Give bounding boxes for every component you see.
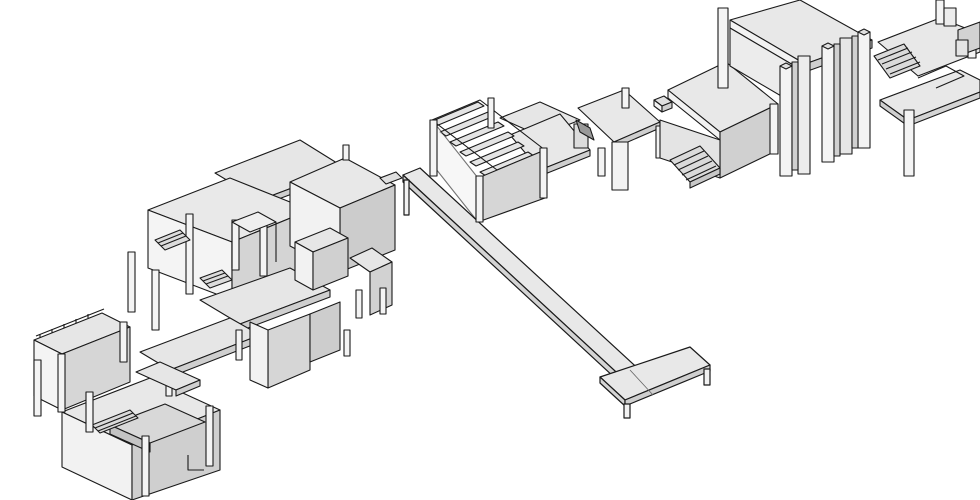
right-edge-structure (873, 0, 980, 177)
middle-pergola-structure (429, 97, 595, 223)
stair-left (154, 229, 233, 289)
stair-central (669, 145, 721, 189)
tall-column-tower (717, 0, 873, 177)
long-bridge-walkway (402, 167, 711, 419)
left-building-cluster (127, 139, 403, 389)
stair-right (873, 43, 921, 79)
central-pavilion (577, 61, 779, 191)
courtyard-block (33, 308, 221, 500)
